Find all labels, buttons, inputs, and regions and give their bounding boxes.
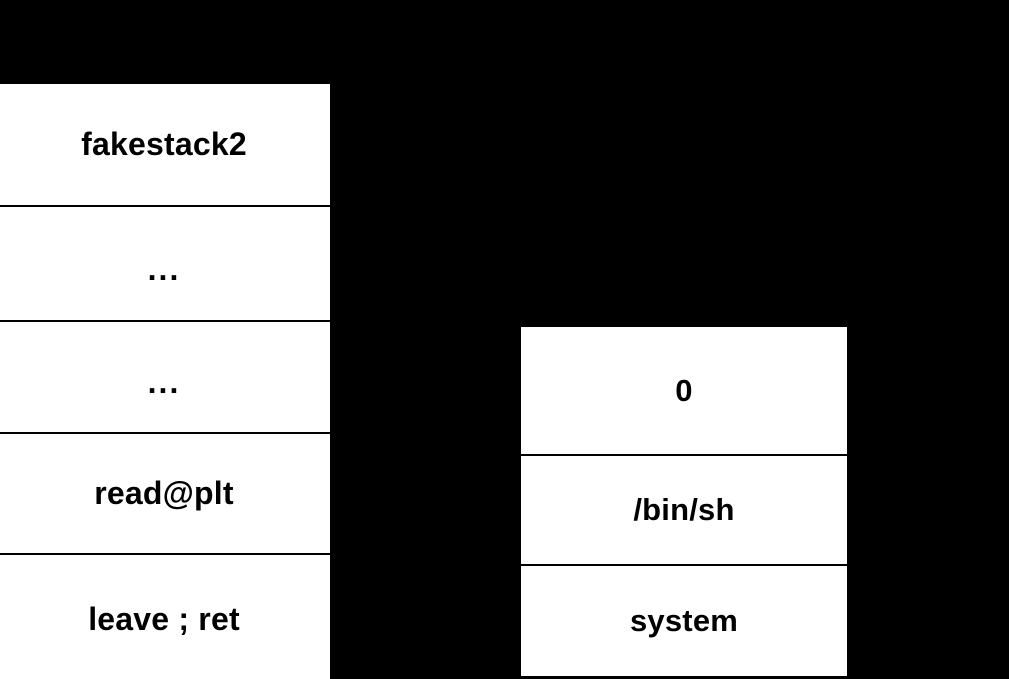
stack-cell-read-plt: read@plt: [0, 434, 330, 555]
stack-cell-fakestack2: fakestack2: [0, 84, 330, 207]
stack-cell-label: ...: [147, 250, 181, 287]
stack-cell-zero: 0: [521, 327, 847, 456]
stack-cell-label: fakestack2: [81, 126, 247, 162]
stack-system-call-frame: 0 /bin/sh system: [519, 325, 849, 676]
stack-cell-ellipsis-1: ...: [0, 207, 330, 322]
stack-cell-label: leave ; ret: [88, 601, 240, 637]
stack-cell-label: read@plt: [94, 475, 234, 511]
stack-cell-leave-ret: leave ; ret: [0, 555, 330, 679]
stack-fake-stack-frame: fakestack2 ... ... read@plt leave ; ret: [0, 82, 332, 679]
stack-cell-ellipsis-2: ...: [0, 322, 330, 434]
stack-cell-system: system: [521, 566, 847, 676]
stack-cell-label: 0: [675, 372, 693, 408]
stack-cell-label: /bin/sh: [633, 492, 735, 527]
stack-cell-label: system: [629, 603, 739, 638]
stack-cell-label: ...: [147, 364, 181, 401]
stack-cell-bin-sh: /bin/sh: [521, 456, 847, 566]
